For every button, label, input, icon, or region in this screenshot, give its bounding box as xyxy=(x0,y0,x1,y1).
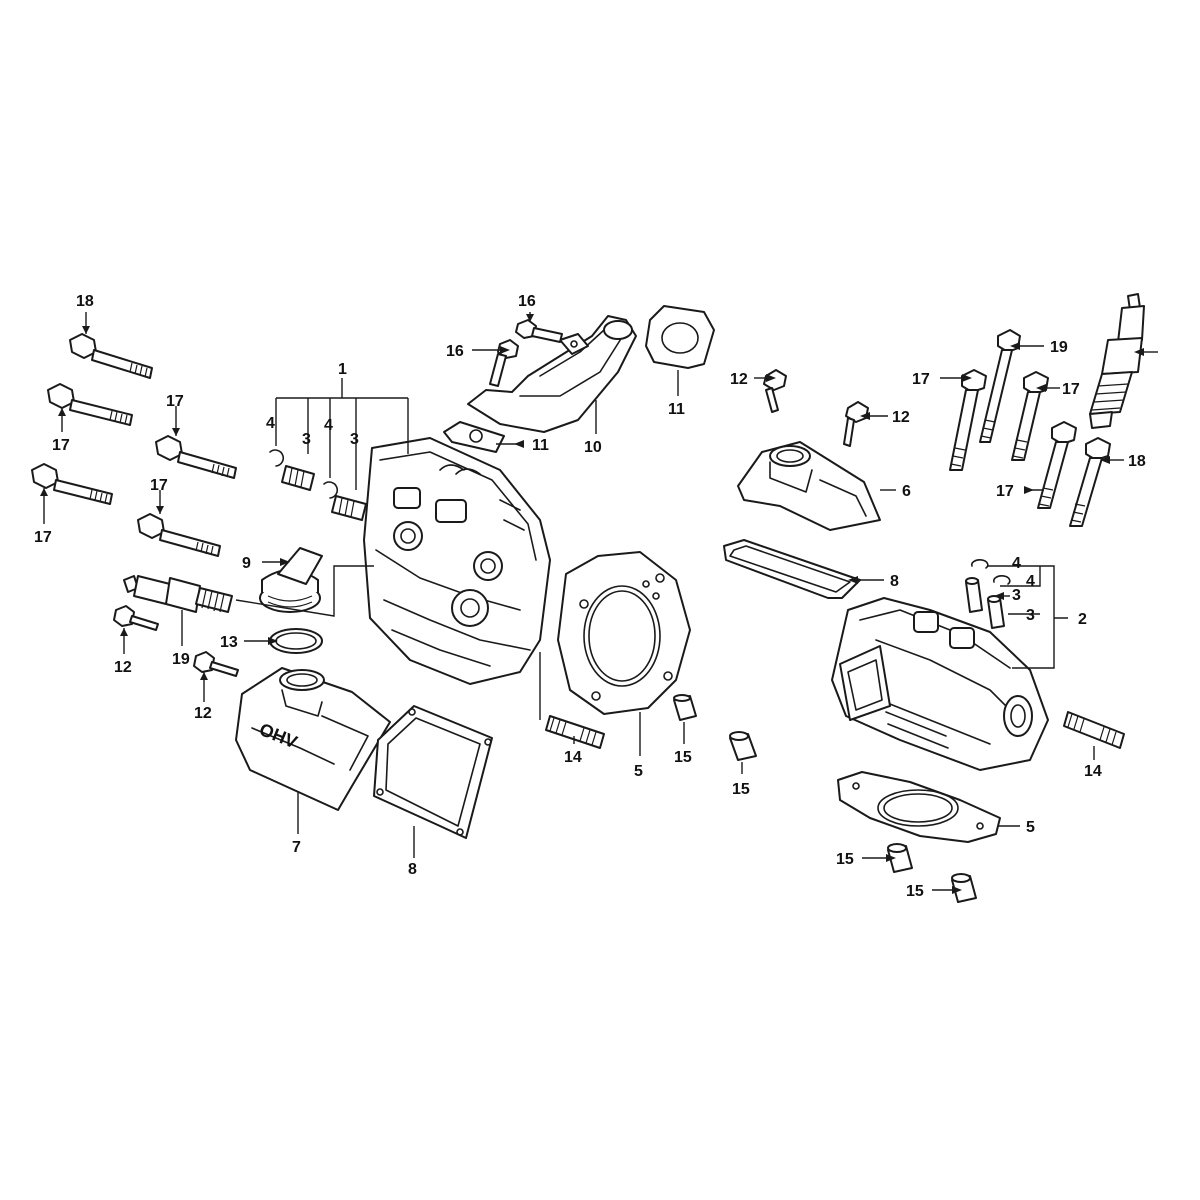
callout-17: 17 xyxy=(996,483,1014,500)
callout-17: 17 xyxy=(150,477,168,494)
callout-17: 18 xyxy=(1128,453,1146,470)
small-bolt-12-right-a xyxy=(763,369,787,413)
callout-3: 3 xyxy=(1026,607,1035,624)
callout-17: 17 xyxy=(166,393,184,410)
callout-4: 4 xyxy=(266,415,275,432)
valve-guide-set-right xyxy=(965,559,1011,629)
callout-11: 11 xyxy=(532,437,549,454)
callout-4: 4 xyxy=(324,417,333,434)
callout-18: 19 xyxy=(1050,339,1068,356)
flange-bolt-17-right-d xyxy=(1069,437,1111,527)
callout-1: 1 xyxy=(338,361,347,378)
o-ring-13 xyxy=(269,628,323,654)
stud-bolt-14-left xyxy=(545,715,605,749)
callout-12: 12 xyxy=(730,371,748,388)
exhaust-manifold xyxy=(467,315,637,433)
flange-bolt-17-left-c xyxy=(31,463,113,505)
callout-15: 15 xyxy=(906,883,924,900)
head-gasket-left xyxy=(557,551,691,715)
callout-18: 18 xyxy=(76,293,94,310)
callout-8: 8 xyxy=(408,861,417,878)
callout-17: 17 xyxy=(52,437,70,454)
small-bolt-12-right-b xyxy=(843,401,869,447)
bolt-16-a xyxy=(515,319,563,343)
spark-plug-right xyxy=(1089,293,1145,429)
callout-2: 2 xyxy=(1078,611,1087,628)
bolt-16-b xyxy=(489,339,519,387)
callout-15: 15 xyxy=(836,851,854,868)
callout-10: 10 xyxy=(584,439,602,456)
callout-8: 8 xyxy=(890,573,899,590)
rocker-cover-7: OHV xyxy=(235,667,391,811)
small-bolt-12-left-a xyxy=(113,605,159,631)
dowel-pin-15-a xyxy=(673,694,697,721)
callout-12: 12 xyxy=(892,409,910,426)
callout-11: 11 xyxy=(668,401,685,418)
callout-17: 17 xyxy=(912,371,930,388)
callout-12: 12 xyxy=(114,659,132,676)
flange-bolt-17-left-a xyxy=(47,383,133,426)
callout-14: 14 xyxy=(564,749,582,766)
small-bolt-12-left-b xyxy=(193,651,239,677)
callout-3: 3 xyxy=(1012,587,1021,604)
callout-labels: 1 2 3 3 3 3 4 4 4 4 5 5 6 7 8 8 9 10 11 … xyxy=(34,293,1146,900)
callout-5: 5 xyxy=(1026,819,1035,836)
callout-14: 14 xyxy=(1084,763,1102,780)
flange-bolt-17-left-b xyxy=(155,435,237,479)
callout-12: 12 xyxy=(194,705,212,722)
flange-bolt-18-left xyxy=(69,333,153,379)
callout-15: 15 xyxy=(674,749,692,766)
rocker-cover-6 xyxy=(737,441,881,531)
oil-filler-cap xyxy=(259,547,323,613)
callout-13: 13 xyxy=(220,634,238,651)
callout-17: 17 xyxy=(34,529,52,546)
callout-5: 5 xyxy=(634,763,643,780)
callout-19: 19 xyxy=(172,651,190,668)
callout-3: 3 xyxy=(302,431,311,448)
dowel-pin-15-b xyxy=(729,731,757,761)
callout-7: 7 xyxy=(292,839,301,856)
flange-bolt-17-right-b xyxy=(1011,371,1049,461)
flange-bolt-17-left-d xyxy=(137,513,221,557)
cylinder-head-1 xyxy=(363,437,551,685)
cylinder-head-2 xyxy=(831,597,1049,771)
callout-4: 4 xyxy=(1026,573,1035,590)
callout-16: 16 xyxy=(446,343,464,360)
valve-guide-set-left xyxy=(269,449,367,521)
callout-17: 17 xyxy=(1062,381,1080,398)
cover-gasket-right xyxy=(723,539,861,599)
leader-arrowheads xyxy=(40,314,1144,894)
callout-15: 15 xyxy=(732,781,750,798)
dowel-pin-15-d xyxy=(951,873,977,903)
callout-9: 9 xyxy=(242,555,251,572)
head-gasket-right xyxy=(837,771,1001,843)
callout-4: 4 xyxy=(1012,555,1021,572)
flange-bolt-17-right-a xyxy=(949,369,987,471)
stud-bolt-14-right xyxy=(1063,711,1125,749)
dowel-pin-15-c xyxy=(887,843,913,873)
spark-plug-left xyxy=(123,575,233,613)
callout-16: 16 xyxy=(518,293,536,310)
callout-6: 6 xyxy=(902,483,911,500)
flange-bolt-17-right-c xyxy=(1037,421,1077,509)
exhaust-gasket-large xyxy=(645,305,715,369)
cover-gasket-left xyxy=(373,705,493,839)
callout-3: 3 xyxy=(350,431,359,448)
